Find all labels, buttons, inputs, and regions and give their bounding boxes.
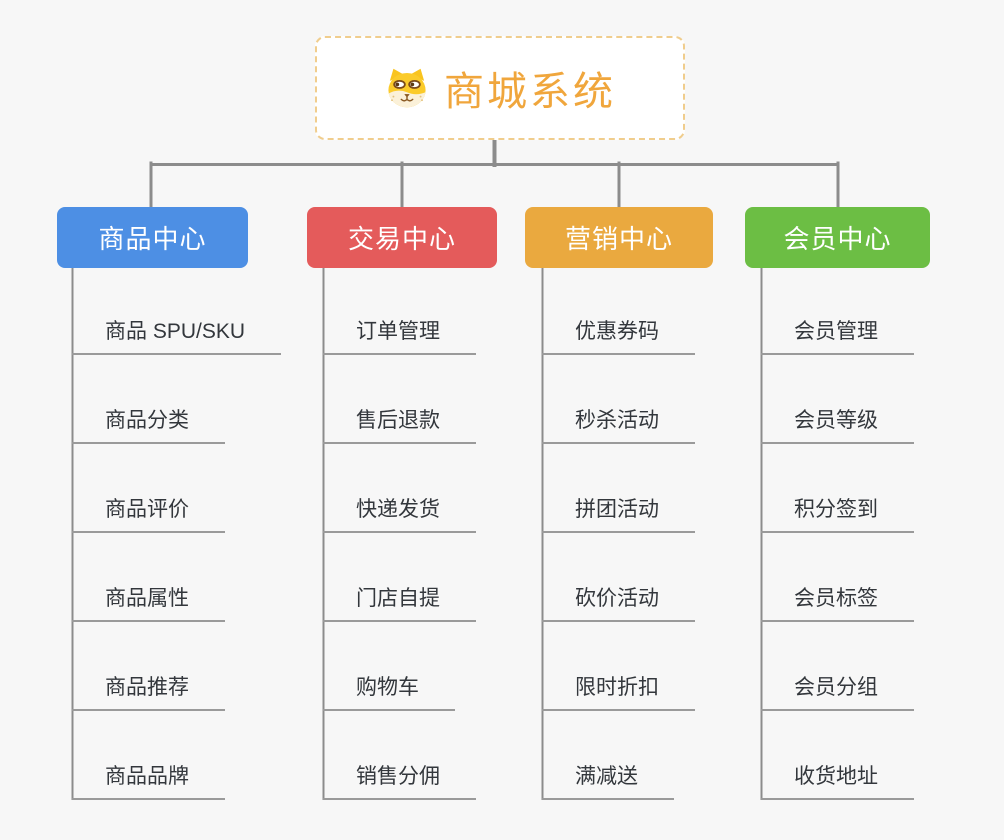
leaf-node[interactable]: 商品 SPU/SKU [72, 319, 282, 355]
leaf-node[interactable]: 限时折扣 [542, 675, 695, 711]
leaf-node[interactable]: 积分签到 [761, 497, 914, 533]
leaf-node[interactable]: 购物车 [323, 675, 455, 711]
leaf-node[interactable]: 商品属性 [72, 586, 225, 622]
root-node[interactable]: 商城系统 [315, 36, 685, 140]
leaf-node[interactable]: 会员标签 [761, 586, 914, 622]
leaf-node[interactable]: 会员等级 [761, 408, 914, 444]
leaf-node[interactable]: 收货地址 [761, 764, 914, 800]
leaf-node[interactable]: 商品分类 [72, 408, 225, 444]
leaf-node[interactable]: 秒杀活动 [542, 408, 695, 444]
leaf-node[interactable]: 满减送 [542, 764, 674, 800]
leaf-node[interactable]: 拼团活动 [542, 497, 695, 533]
leaf-node[interactable]: 会员分组 [761, 675, 914, 711]
leaf-node[interactable]: 快递发货 [323, 497, 476, 533]
leaf-node[interactable]: 砍价活动 [542, 586, 695, 622]
leaf-node[interactable]: 门店自提 [323, 586, 476, 622]
branch-node-trade-center[interactable]: 交易中心 [307, 207, 497, 268]
branch-node-member-center[interactable]: 会员中心 [745, 207, 930, 268]
leaf-node[interactable]: 售后退款 [323, 408, 476, 444]
leaf-node[interactable]: 销售分佣 [323, 764, 476, 800]
branch-node-product-center[interactable]: 商品中心 [57, 207, 248, 268]
leaf-node[interactable]: 商品推荐 [72, 675, 225, 711]
leaf-node[interactable]: 商品品牌 [72, 764, 225, 800]
leaf-node[interactable]: 订单管理 [323, 319, 476, 355]
leaf-node[interactable]: 优惠券码 [542, 319, 695, 355]
dog-face-icon [388, 68, 426, 108]
leaf-node[interactable]: 商品评价 [72, 497, 225, 533]
root-title: 商城系统 [444, 70, 616, 114]
leaf-node[interactable]: 会员管理 [761, 319, 914, 355]
branch-node-marketing-center[interactable]: 营销中心 [525, 207, 713, 268]
